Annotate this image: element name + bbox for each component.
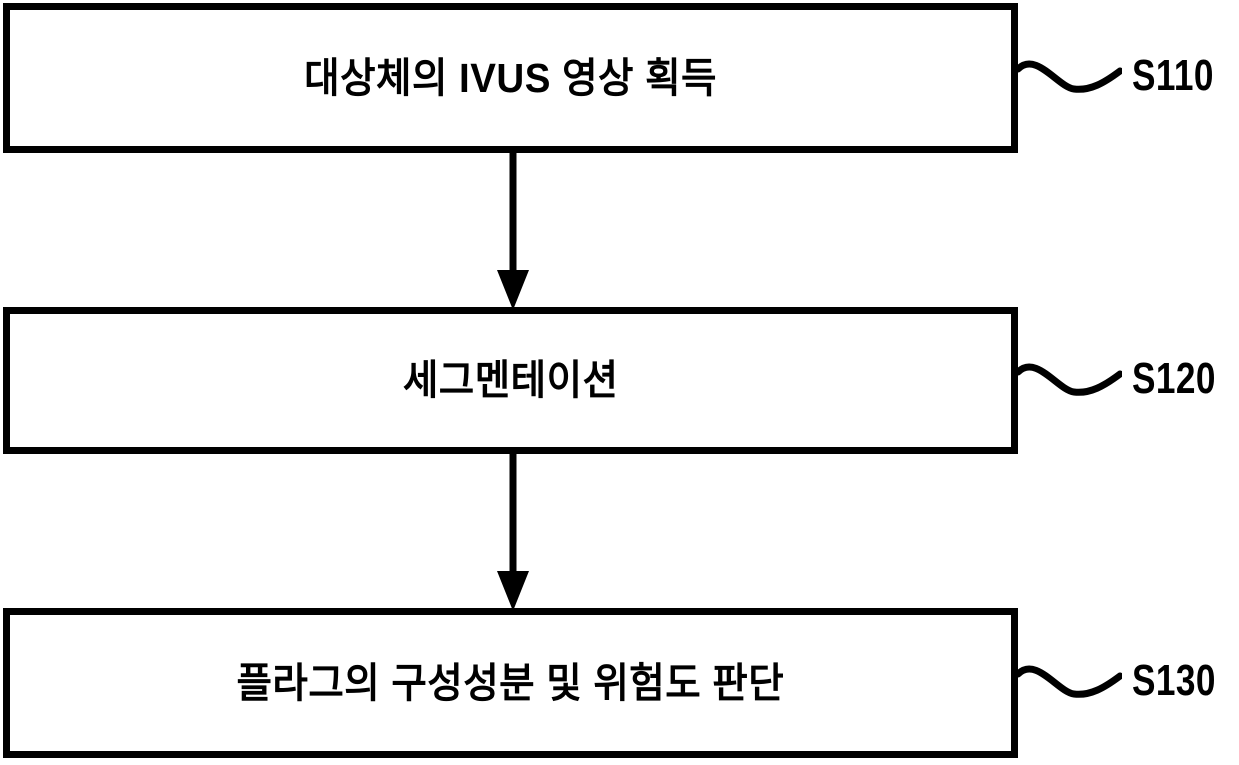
wave-leader-line-icon: [1016, 363, 1122, 396]
reference-numeral-s120: S120: [1132, 354, 1216, 403]
process-box-s110[interactable]: 대상체의 IVUS 영상 획득: [3, 3, 1018, 153]
flow-arrow-s110-to-s120: [496, 152, 530, 310]
process-box-s130-label: 플라그의 구성성분 및 위험도 판단: [236, 659, 785, 706]
arrow-down-icon: [497, 453, 529, 611]
wave-leader-line-icon: [1016, 665, 1122, 698]
process-box-s120-label: 세그멘테이션: [402, 357, 619, 403]
reference-numeral-group-s110: S110: [1016, 45, 1239, 107]
wave-leader-line-icon: [1016, 60, 1122, 93]
arrow-down-icon: [497, 152, 529, 310]
reference-numeral-s110: S110: [1132, 51, 1214, 100]
reference-numeral-group-s120: S120: [1016, 348, 1239, 410]
flow-arrow-s120-to-s130: [496, 453, 530, 611]
reference-numeral-s130: S130: [1132, 656, 1216, 705]
process-box-s130[interactable]: 플라그의 구성성분 및 위험도 판단: [3, 608, 1018, 758]
reference-numeral-group-s130: S130: [1016, 650, 1239, 712]
process-box-s110-label: 대상체의 IVUS 영상 획득: [304, 54, 717, 101]
process-box-s120[interactable]: 세그멘테이션: [3, 307, 1018, 454]
